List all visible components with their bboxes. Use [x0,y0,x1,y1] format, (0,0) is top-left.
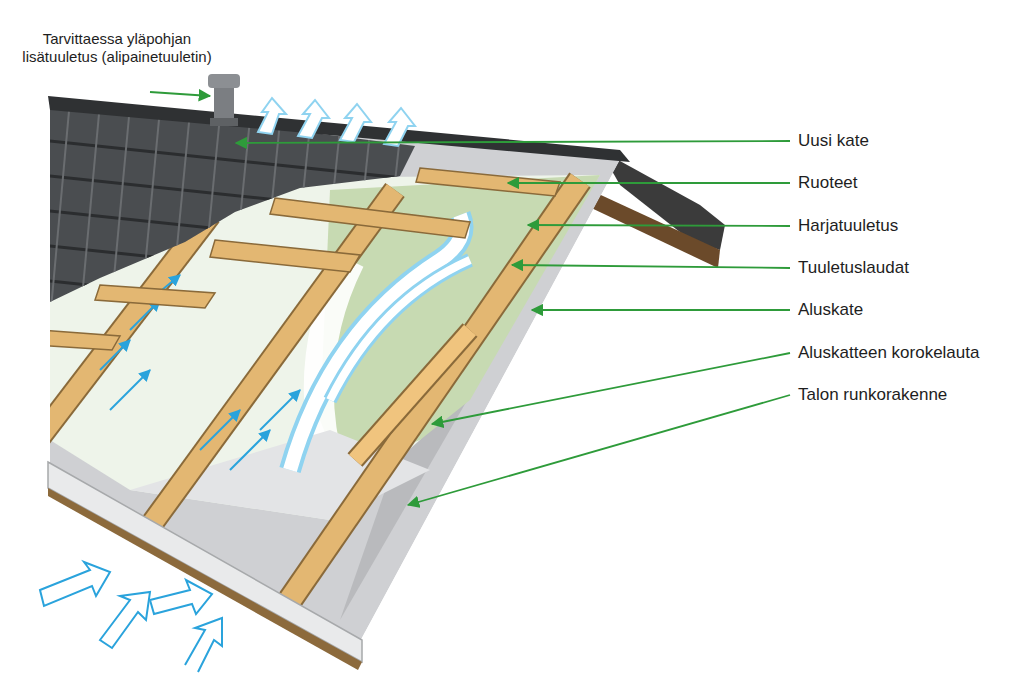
part-label: Aluskate [798,300,863,320]
ridge-vent-arrows [258,98,415,146]
part-label: Aluskatteen korokelauta [798,343,979,363]
ridge-cap [48,96,630,162]
note-label: Tarvittaessa yläpohjan lisätuuletus (ali… [22,30,212,66]
part-label: Uusi kate [798,131,869,151]
part-label: Harjatuuletus [798,216,898,236]
inflow-arrows [40,562,222,672]
roof-vent [208,74,240,126]
part-label: Tuuletuslaudat [798,258,909,278]
gable-board [585,190,720,268]
leader-lines [150,92,790,505]
part-label: Talon runkorakenne [798,385,947,405]
raise-board [355,330,470,460]
part-label: Ruoteet [798,173,858,193]
